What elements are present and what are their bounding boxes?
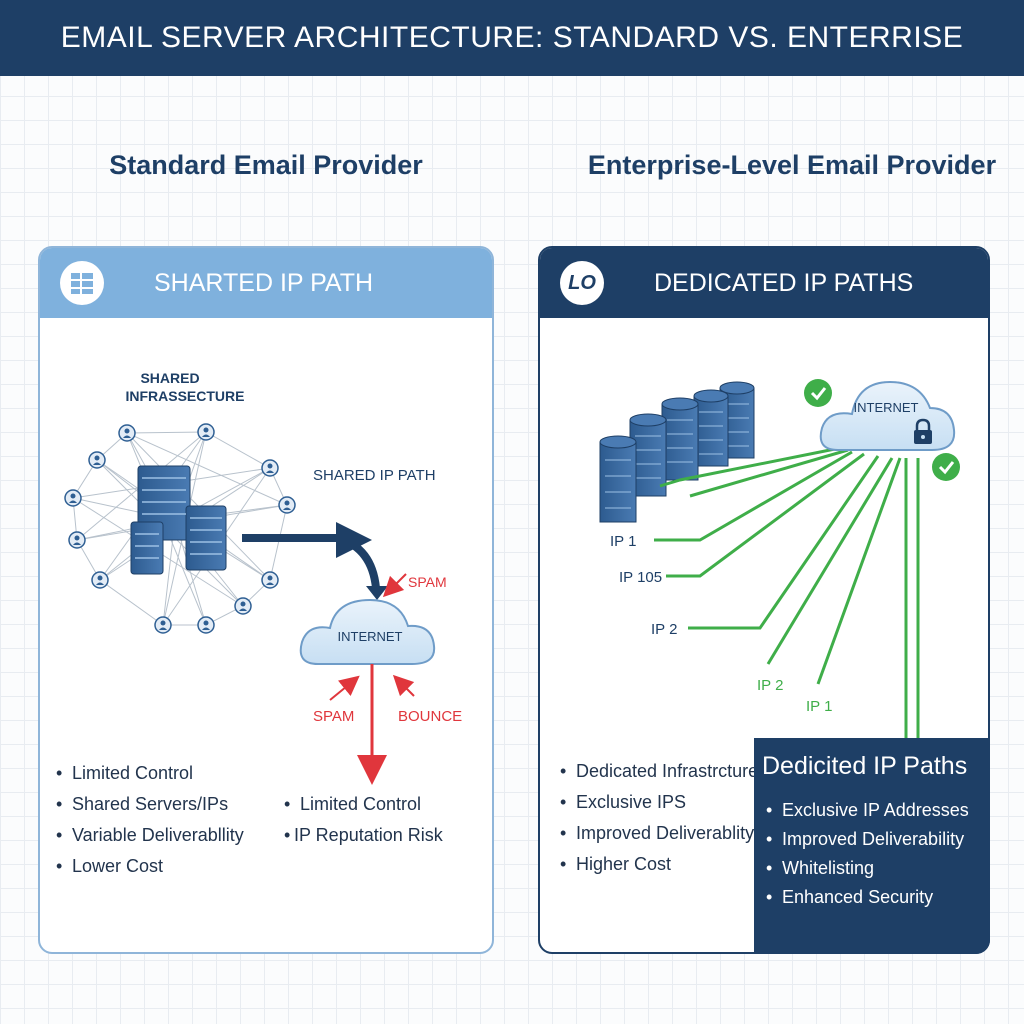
bounce-arrow (392, 674, 415, 697)
user-node-icon (197, 616, 215, 634)
page-title: EMAIL SERVER ARCHITECTURE: STANDARD VS. … (0, 0, 1024, 76)
user-node-icon (278, 496, 296, 514)
list-item: Dedicated Infrastrcture (560, 756, 758, 787)
user-node-icon (68, 531, 86, 549)
enterprise-features-list: Dedicated Infrastrcture Exclusive IPS Im… (560, 756, 758, 880)
spam-label-top: SPAM (408, 574, 447, 590)
user-node-icon (261, 571, 279, 589)
list-item: Lower Cost (56, 851, 244, 882)
user-node-icon (234, 597, 252, 615)
standard-features-list: Limited Control Shared Servers/IPs Varia… (56, 758, 244, 882)
shared-infrastructure-label-line1: SHARED (140, 370, 199, 386)
shared-path-arrow (242, 522, 388, 600)
list-item: Limited Control (56, 758, 244, 789)
left-internet-label: INTERNET (338, 629, 403, 644)
check-circle-icon (932, 453, 960, 481)
standard-provider-heading: Standard Email Provider (109, 150, 423, 180)
list-item: Exclusive IP Addresses (766, 796, 969, 825)
spam-label-bottom: SPAM (313, 708, 354, 725)
spam-arrow-top (382, 573, 407, 598)
user-node-icon (91, 571, 109, 589)
ip-label: IP 1 (806, 698, 832, 715)
shared-ip-panel-title: SHARTED IP PATH (154, 268, 374, 297)
shared-server-cluster-icon (130, 465, 227, 575)
ip-label: IP 2 (757, 677, 783, 694)
shared-ip-panel-header: SHARTED IP PATH (40, 248, 492, 318)
dedicated-ip-panel-title: DEDICATED IP PATHS (654, 268, 914, 297)
dedicated-internet-cloud-icon (819, 380, 956, 451)
list-item: Variable Deliverabllity (56, 820, 244, 851)
list-item: Shared Servers/IPs (56, 789, 244, 820)
bounce-label: BOUNCE (398, 708, 462, 725)
user-icon-group (64, 423, 296, 634)
standard-risks-list: Limited Control IP Reputation Risk (284, 789, 443, 851)
list-item: Whitelisting (766, 854, 969, 883)
list-item: Improved Deliverablity (560, 818, 758, 849)
shared-ip-path-label: SHARED IP PATH (313, 467, 436, 484)
enterprise-provider-heading: Enterprise-Level Email Provider (587, 150, 997, 180)
internet-cloud-icon (299, 598, 436, 665)
ip-label: IP 2 (651, 621, 677, 638)
ip-label: IP 1 (610, 533, 636, 550)
user-node-icon (154, 616, 172, 634)
list-item: Enhanced Security (766, 883, 969, 912)
dedicated-ip-path-lines (654, 446, 920, 738)
right-internet-label: INTERNET (854, 400, 919, 415)
user-node-icon (261, 459, 279, 477)
check-circle-icon (804, 379, 832, 407)
list-item: Exclusive IPS (560, 787, 758, 818)
ip-label: IP 105 (619, 569, 662, 586)
dedicated-paths-callout: Dedicited IP Paths Exclusive IP Addresse… (754, 738, 990, 954)
dedicated-server-stack-icon (599, 381, 755, 523)
list-item: Higher Cost (560, 849, 758, 880)
list-item: Improved Deliverability (766, 825, 969, 854)
server-stack-icon (60, 261, 104, 305)
user-node-icon (197, 423, 215, 441)
padlock-icon (914, 418, 932, 444)
spam-arrow-bottom (329, 675, 360, 701)
user-node-icon (118, 424, 136, 442)
user-node-icon (88, 451, 106, 469)
provider-logo-icon: LO (560, 261, 604, 305)
callout-title: Dedicited IP Paths (762, 752, 968, 780)
dedicated-ip-panel-header: LO DEDICATED IP PATHS (540, 248, 988, 318)
user-node-icon (64, 489, 82, 507)
callout-benefits-list: Exclusive IP Addresses Improved Delivera… (766, 796, 969, 912)
shared-infrastructure-label-line2: INFRASSECTURE (125, 388, 244, 404)
list-item: Limited Control (284, 789, 443, 820)
list-item: IP Reputation Risk (284, 820, 443, 851)
